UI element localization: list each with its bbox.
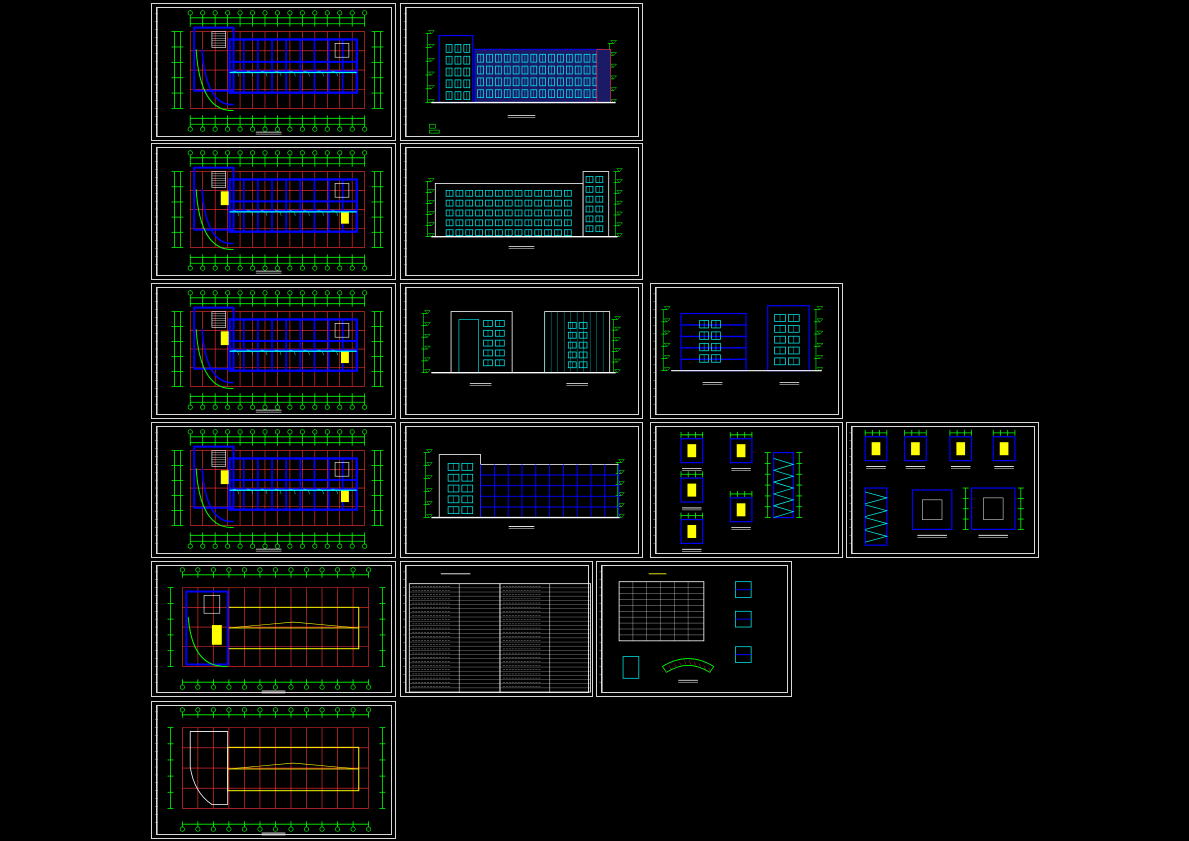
detail-icon	[653, 426, 803, 554]
sheet-inner-frame	[405, 7, 639, 137]
sheet-inner-frame	[601, 565, 788, 693]
sheet-inner-frame	[405, 147, 639, 276]
elevation-icon	[403, 7, 618, 137]
drawing-sheet-plan-typical[interactable]	[151, 143, 396, 280]
drawing-sheet-plan-roof-2[interactable]	[151, 701, 396, 839]
sheet-inner-frame	[156, 705, 392, 835]
elevation-icon	[403, 147, 624, 276]
drawing-sheet-stair-details[interactable]	[650, 422, 843, 558]
sheet-inner-frame	[405, 287, 639, 415]
sheet-inner-frame	[156, 426, 392, 554]
roof-plan-icon	[154, 705, 386, 836]
drawing-sheet-plan-typical[interactable]	[151, 283, 396, 419]
sheet-inner-frame	[156, 147, 392, 276]
sheet-inner-frame	[405, 565, 589, 693]
drawing-sheet-plan-roof[interactable]	[151, 561, 396, 697]
elevation-icon	[403, 426, 626, 554]
drawing-sheet-elevation-side-pair[interactable]	[400, 283, 643, 419]
drawing-sheet-schedule-tables[interactable]	[400, 561, 593, 697]
floor-plan-icon	[154, 147, 384, 276]
drawing-sheet-door-window-details[interactable]	[596, 561, 792, 697]
floor-plan-icon	[154, 7, 384, 137]
drawing-sheet-stair-details-2[interactable]	[846, 422, 1039, 558]
elevation-icon	[403, 287, 622, 415]
sheet-inner-frame	[405, 426, 639, 554]
drawing-sheet-elevation-front[interactable]	[400, 3, 643, 141]
roof-plan-icon	[154, 565, 386, 694]
drawing-sheet-plan-typical[interactable]	[151, 422, 396, 558]
drawing-sheet-elevation-long[interactable]	[400, 422, 643, 558]
sheet-inner-frame	[851, 426, 1035, 554]
section-icon	[653, 287, 824, 415]
drawing-sheet-section-pair[interactable]	[650, 283, 843, 419]
sheet-inner-frame	[655, 287, 839, 415]
drawing-sheet-elevation-rear[interactable]	[400, 143, 643, 280]
drawing-sheet-plan-first[interactable]	[151, 3, 396, 141]
table-icon	[599, 565, 752, 693]
sheet-inner-frame	[156, 565, 392, 693]
sheet-inner-frame	[156, 287, 392, 415]
detail-icon	[849, 426, 1024, 554]
floor-plan-icon	[154, 426, 384, 554]
sheet-inner-frame	[655, 426, 839, 554]
floor-plan-icon	[154, 287, 384, 415]
table-icon	[403, 565, 591, 693]
sheet-inner-frame	[156, 7, 392, 137]
